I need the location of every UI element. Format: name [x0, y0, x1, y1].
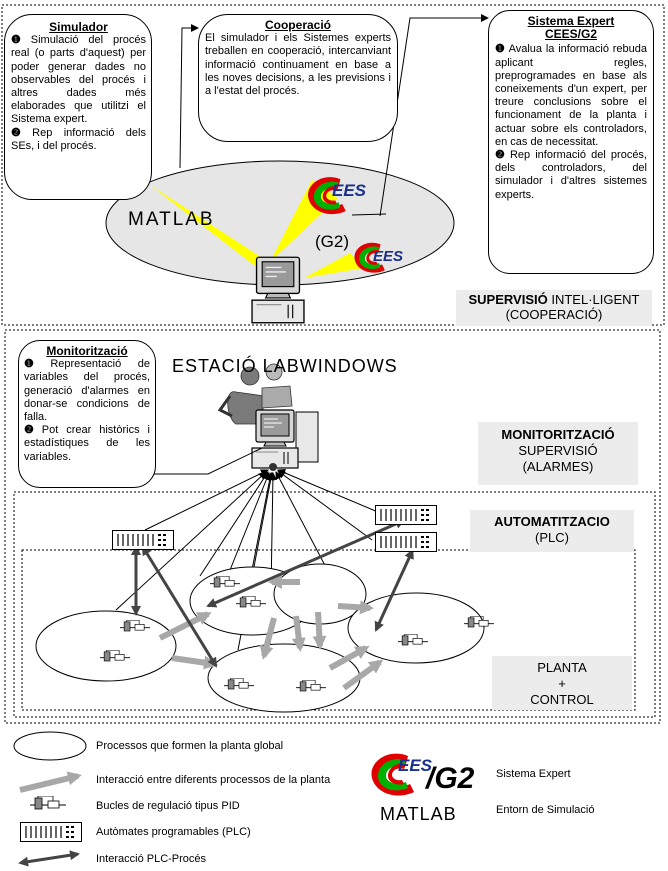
- connector-expert: [379, 14, 489, 217]
- cooperacio-bubble: Cooperació El simulador i els Sistemes e…: [198, 14, 398, 142]
- legend-matlab-label: MATLAB: [380, 804, 457, 824]
- autom-line2: (PLC): [535, 530, 569, 545]
- pc-icon-matlab: [251, 256, 305, 324]
- legend-g2-suffix: /G2: [426, 762, 475, 795]
- simulador-p1: Simulació del procés real (o parts d'aqu…: [11, 34, 146, 126]
- planta-layer-label: PLANTA + CONTROL: [492, 656, 632, 710]
- bullet-2-icon: ❷: [495, 149, 507, 162]
- legend-processos-label: Processos que formen la planta global: [96, 740, 284, 752]
- estacio-label: ESTACIÓ LABWINDOWS: [172, 356, 398, 376]
- monit-line2: SUPERVISIÓ: [518, 443, 598, 458]
- plc-icon: [111, 530, 175, 550]
- cees-logo-text-2: EES: [373, 248, 404, 265]
- planta-frame: [21, 549, 636, 711]
- legend-process-ellipse-icon: [13, 731, 87, 761]
- legend-gray-arrow-icon: [19, 771, 82, 793]
- cooperacio-text: El simulador i els Sistemes experts treb…: [205, 32, 391, 98]
- hub-node: [269, 463, 277, 471]
- supervisio-bold: SUPERVISIÓ: [468, 292, 548, 307]
- monit-line1: MONITORITZACIÓ: [501, 427, 615, 442]
- supervisio-layer-label: SUPERVISIÓ INTEL·LIGENT (COOPERACIÓ): [456, 290, 652, 326]
- monitoritzacio-title: Monitorització: [46, 344, 128, 358]
- legend-plc-icon: [19, 822, 83, 842]
- legend-automats-label: Autòmates programables (PLC): [96, 826, 251, 838]
- plc-process-arrows: [131, 519, 414, 668]
- supervisio-rest: INTEL·LIGENT: [547, 292, 640, 307]
- automatitzacio-frame: [13, 491, 656, 718]
- server-tower-icon: [295, 411, 319, 463]
- autom-line1: AUTOMATITZACIO: [494, 514, 610, 529]
- pc-icon-labwindows: [251, 409, 299, 469]
- bullet-2-icon: ❷: [11, 126, 30, 139]
- legend-plc-arrow-icon: [18, 850, 80, 867]
- legend-entorn-label: Entorn de Simulació: [496, 804, 595, 816]
- legend-interaccio-label: Interacció entre diferents processos de …: [96, 774, 331, 786]
- matlab-label: MATLAB: [128, 209, 215, 230]
- bullet-2-icon: ❷: [24, 424, 39, 437]
- planta-line3: CONTROL: [530, 692, 594, 707]
- automatitzacio-layer-label: AUTOMATITZACIO (PLC): [470, 510, 634, 552]
- expert-title: Sistema Expert: [527, 14, 615, 28]
- plc-icon: [374, 532, 438, 552]
- monit-p1: Representació de variables del procés, g…: [24, 358, 150, 424]
- supervisio-frame: [1, 4, 665, 326]
- simulador-title: Simulador: [49, 20, 108, 34]
- plc-icon: [374, 505, 438, 525]
- cooperacio-title: Cooperació: [264, 18, 331, 32]
- beam-cees2: [304, 253, 364, 278]
- cees-logo-text: EES: [332, 181, 367, 200]
- legend-sistema-expert-label: Sistema Expert: [496, 768, 571, 780]
- monit-p2: Pot crear històrics i estadístiques de l…: [24, 424, 150, 463]
- legend-plc-proces-label: Interacció PLC-Procés: [96, 853, 207, 865]
- beam-matlab: [150, 185, 270, 276]
- monitoritzacio-layer-label: MONITORITZACIÓ SUPERVISIÓ (ALARMES): [478, 422, 638, 485]
- expert-p2: Rep informació del procés, dels controla…: [495, 149, 647, 201]
- connector-cees-ellipse: [351, 213, 387, 216]
- supervisio-line2: (COOPERACIÓ): [505, 307, 603, 322]
- bullet-1-icon: ❶: [24, 358, 48, 371]
- connector-simulador-cooperacio: [179, 24, 199, 169]
- operators-icon: [217, 363, 293, 425]
- legend-cees-text: EES: [398, 756, 433, 775]
- bullet-1-icon: ❶: [495, 43, 506, 56]
- expert-subtitle: CEES/G2: [544, 27, 598, 42]
- g2-label: (G2): [315, 232, 349, 251]
- planta-line1: PLANTA: [537, 660, 587, 675]
- expert-p1: Avalua la informació rebuda aplicant reg…: [495, 43, 647, 148]
- legend-bucles-label: Bucles de regulació tipus PID: [96, 800, 240, 812]
- simulador-p2: Rep informació dels SEs, i del procés.: [11, 126, 146, 152]
- connector-monit-bubble: [150, 447, 263, 475]
- legend-pid-icon: [29, 796, 67, 810]
- monit-line3: (ALARMES): [522, 459, 594, 474]
- bullet-1-icon: ❶: [11, 34, 28, 47]
- planta-line2: +: [558, 676, 566, 691]
